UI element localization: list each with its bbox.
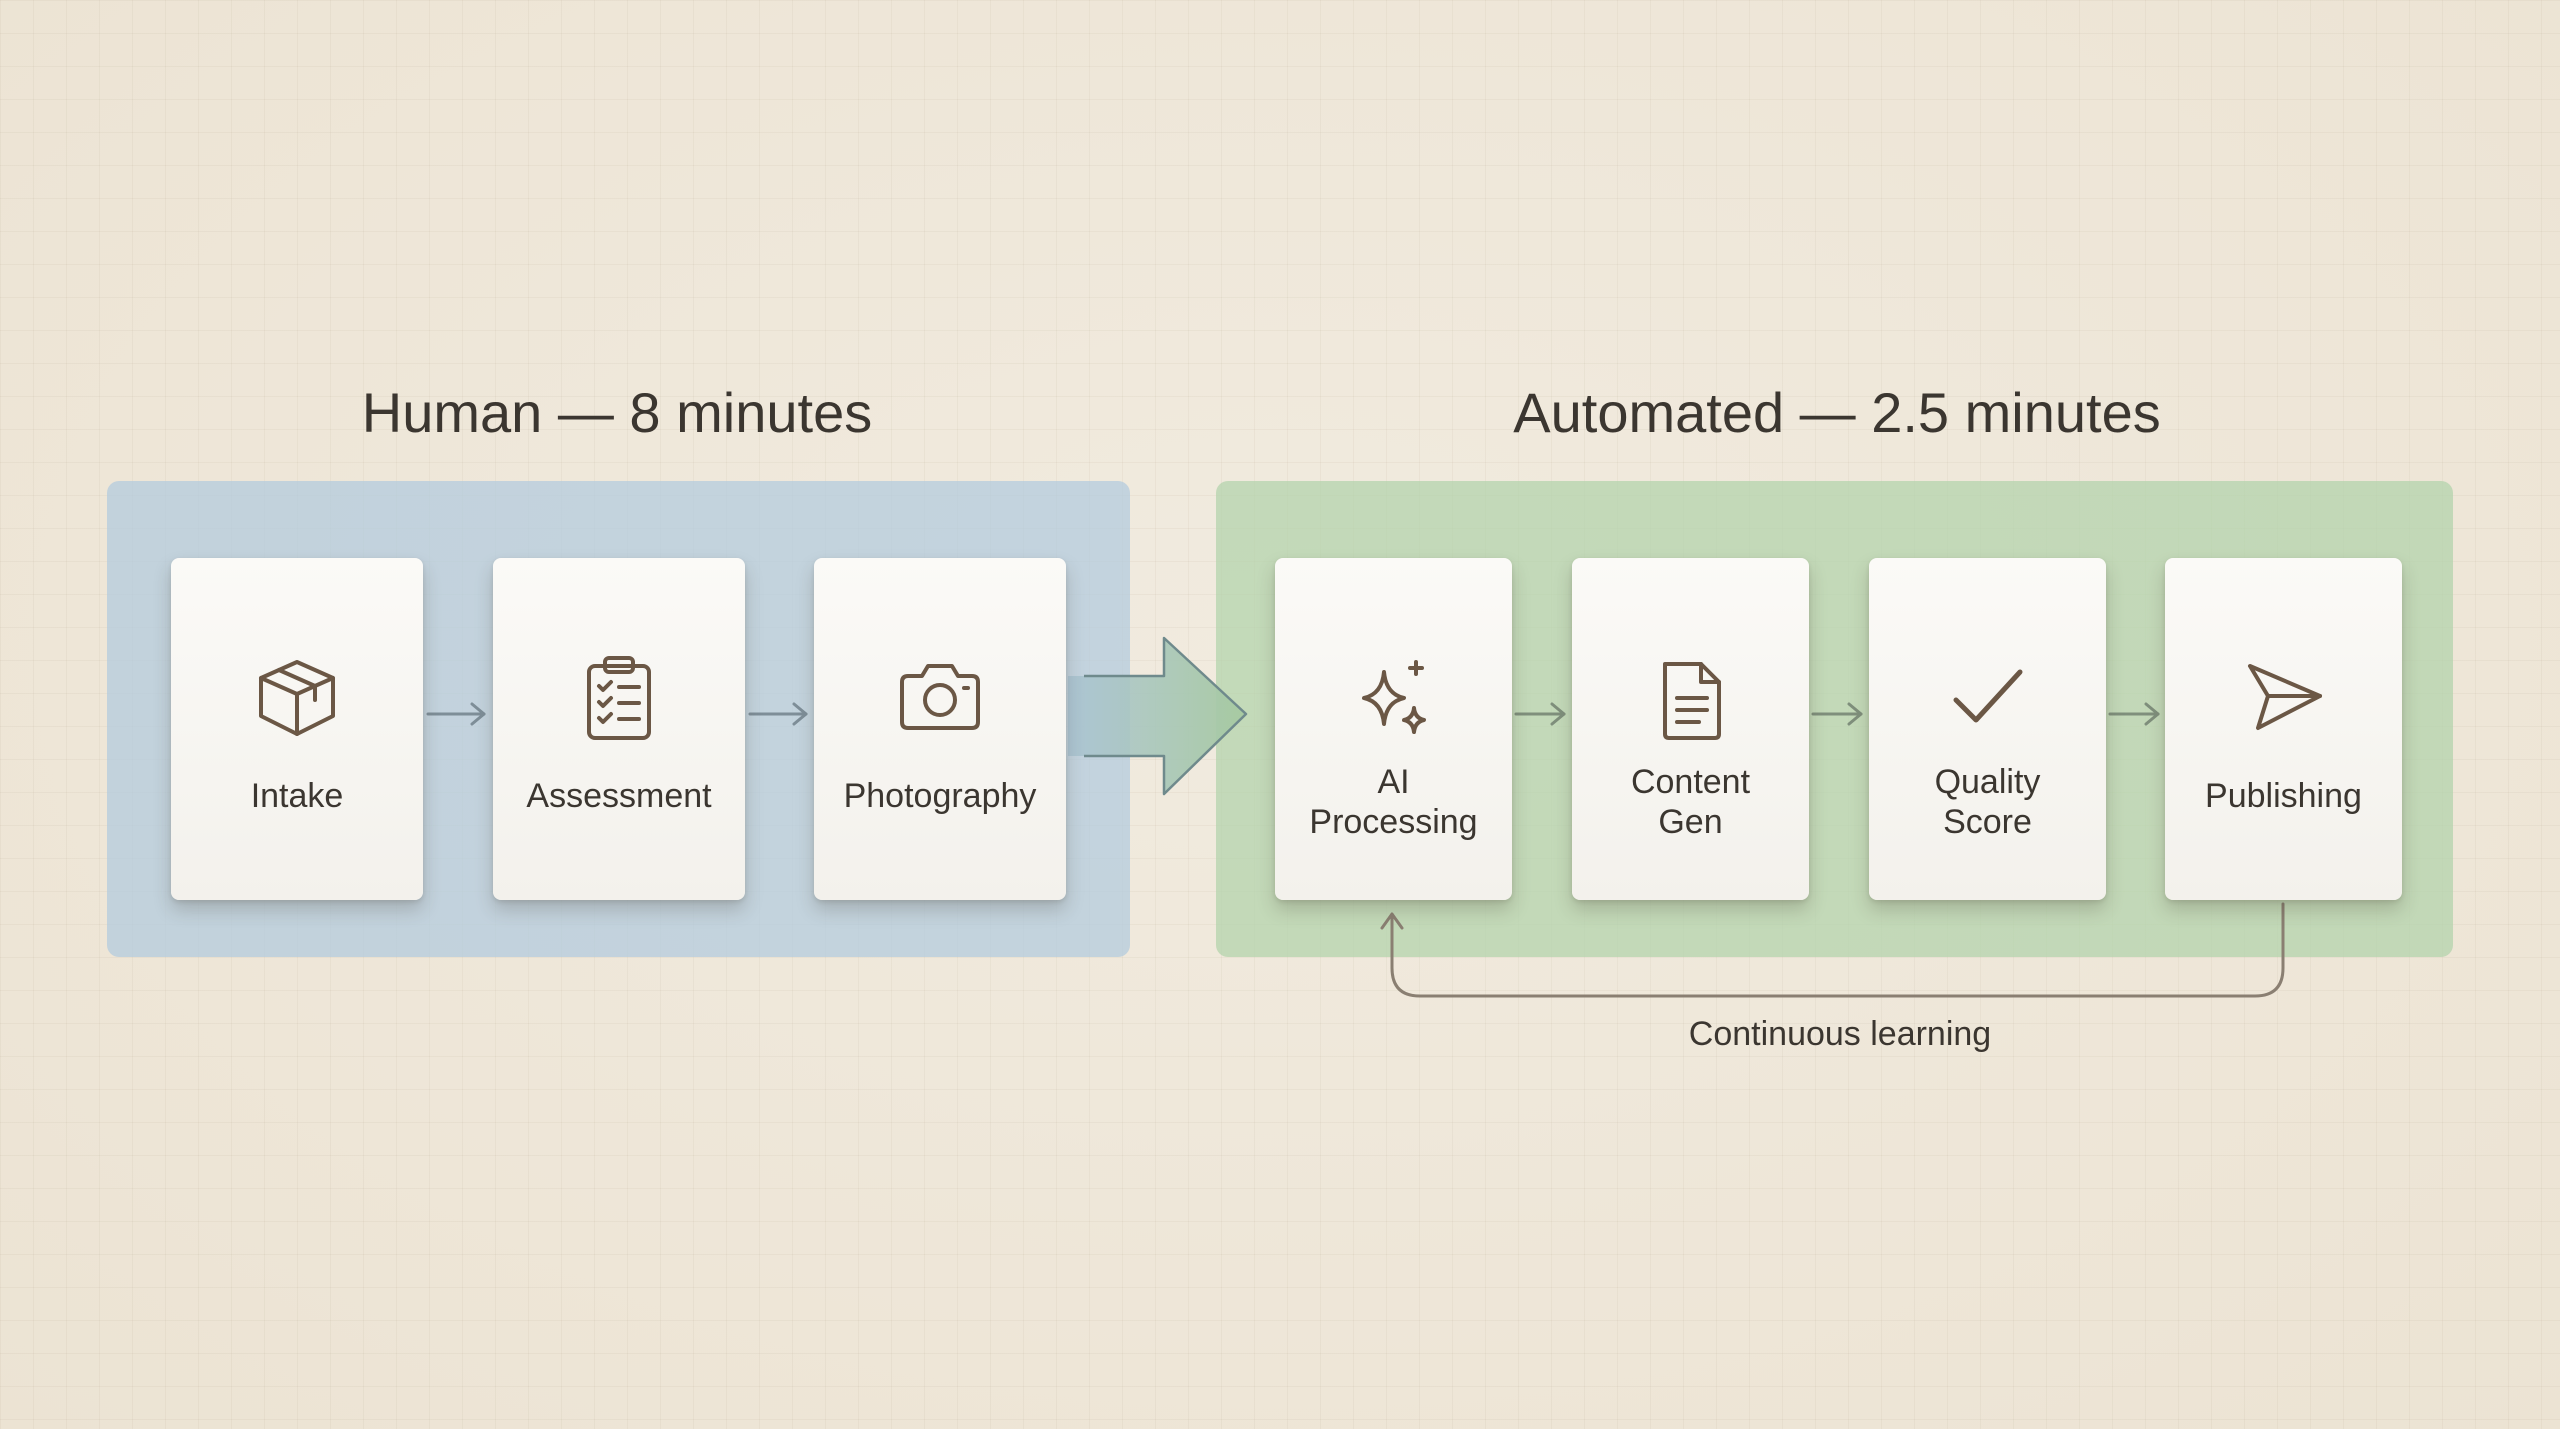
step-label: Publishing bbox=[2205, 777, 2362, 815]
camera-icon bbox=[892, 650, 988, 746]
send-icon bbox=[2236, 650, 2332, 746]
human-section-title: Human — 8 minutes bbox=[361, 381, 873, 444]
feedback-loop-label: Continuous learning bbox=[1688, 1015, 1992, 1053]
step-card-quality-score[interactable]: Quality Score bbox=[1869, 558, 2106, 900]
step-card-intake[interactable]: Intake bbox=[171, 558, 423, 900]
step-label: Photography bbox=[843, 777, 1037, 815]
step-label: AI Processing bbox=[1309, 763, 1478, 841]
step-label: Assessment bbox=[526, 777, 712, 815]
document-icon bbox=[1643, 650, 1739, 746]
step-card-ai-processing[interactable]: AI Processing bbox=[1275, 558, 1512, 900]
step-card-publishing[interactable]: Publishing bbox=[2165, 558, 2402, 900]
step-label: Content Gen bbox=[1630, 763, 1751, 841]
step-card-assessment[interactable]: Assessment bbox=[493, 558, 745, 900]
automated-section-title: Automated — 2.5 minutes bbox=[1513, 381, 2161, 444]
sparkles-icon bbox=[1346, 650, 1442, 746]
checkmark-icon bbox=[1940, 650, 2036, 746]
step-label: Intake bbox=[250, 777, 344, 815]
step-card-content-gen[interactable]: Content Gen bbox=[1572, 558, 1809, 900]
step-label: Quality Score bbox=[1934, 763, 2041, 841]
box-icon bbox=[249, 650, 345, 746]
step-card-photography[interactable]: Photography bbox=[814, 558, 1066, 900]
clipboard-checklist-icon bbox=[571, 650, 667, 746]
